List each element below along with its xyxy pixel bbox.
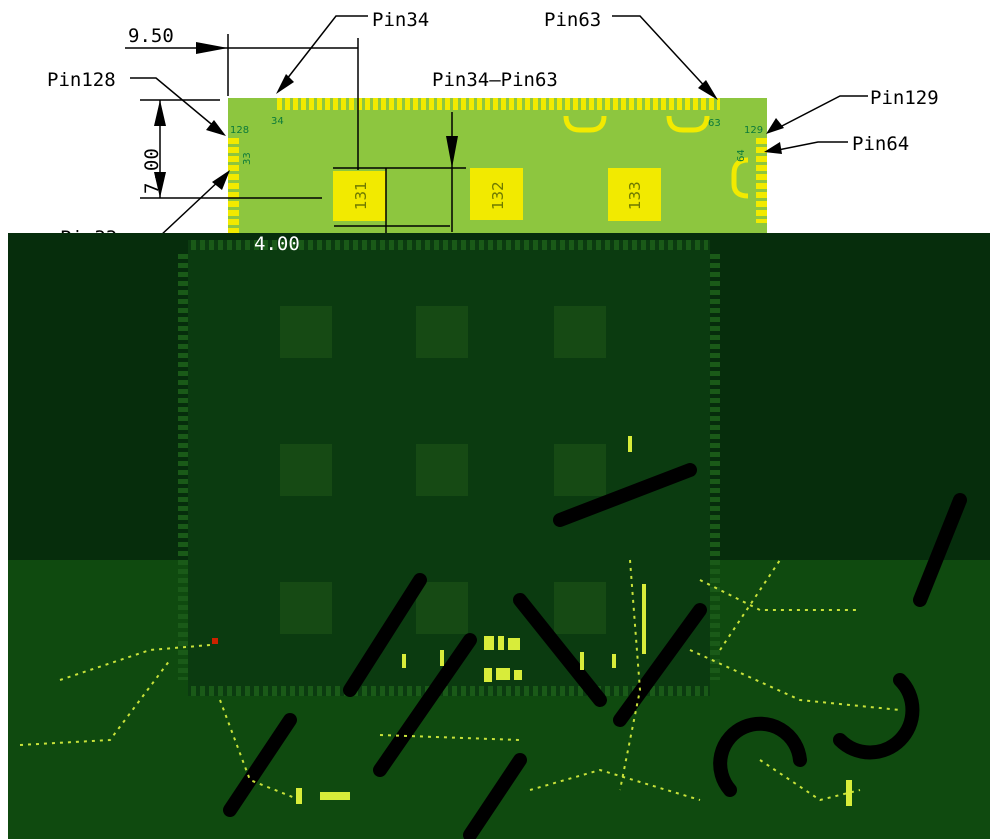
left-pin-column (228, 137, 239, 233)
dark-left-ticks (178, 250, 188, 680)
dark-right-ticks (710, 250, 720, 680)
pad-label-131: 131 (352, 181, 370, 210)
label-pin64: Pin64 (852, 133, 909, 155)
right-pin-column (756, 137, 767, 223)
label-pin63: Pin63 (544, 9, 601, 31)
pad-132 (470, 168, 523, 220)
pad-label-132: 132 (489, 181, 507, 210)
label-pin34: Pin34 (372, 9, 429, 31)
pin-number-64: 64 (736, 149, 747, 162)
pin-number-34: 34 (271, 116, 284, 127)
corner-arc-left (563, 115, 607, 133)
watermark (223, 463, 967, 839)
noise-red-dot (212, 638, 218, 644)
label-pin129: Pin129 (870, 87, 939, 109)
pin-number-63: 63 (708, 118, 721, 129)
pin-number-33: 33 (242, 152, 253, 165)
label-pin128: Pin128 (47, 69, 116, 91)
label-pin-range: Pin34—Pin63 (432, 69, 558, 91)
corner-arc-right (666, 115, 710, 133)
dark-pads (280, 306, 606, 634)
pad-133 (608, 168, 661, 221)
dimension-7-00: 7.00 (141, 148, 163, 194)
noise-blocks (296, 436, 852, 806)
dimension-arrowheads (154, 42, 458, 198)
dark-top-ticks (190, 240, 708, 250)
leader-lines (130, 15, 868, 237)
pad-131 (333, 171, 386, 221)
noise-traces (19, 559, 901, 802)
pin-number-128: 128 (230, 125, 249, 136)
pin-number-129: 129 (744, 125, 763, 136)
leader-arrowheads (206, 74, 784, 190)
top-pin-row (274, 98, 720, 110)
dark-bottom-ticks (190, 686, 708, 696)
dimension-9-50: 9.50 (128, 25, 174, 47)
dimension-4-00: 4.00 (254, 233, 300, 255)
pad-label-133: 133 (626, 181, 644, 210)
corner-arc-side (731, 157, 749, 199)
